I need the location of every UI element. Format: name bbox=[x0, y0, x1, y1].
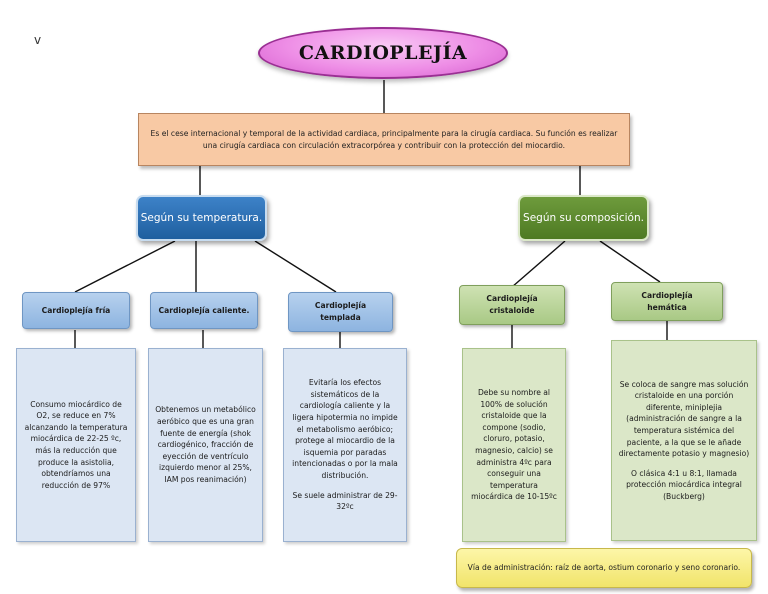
content-templada: Evitaría los efectos sistemáticos de la … bbox=[283, 348, 407, 542]
type-caliente: Cardioplejía caliente. bbox=[150, 292, 258, 329]
type-cristaloide-label: Cardioplejía cristaloide bbox=[486, 294, 538, 315]
definition-box: Es el cese internacional y temporal de l… bbox=[138, 113, 630, 166]
page-title: CARDIOPLEJÍA bbox=[298, 42, 468, 64]
content-cristaloide-text: Debe su nombre al 100% de solución crist… bbox=[471, 388, 557, 502]
connector-composition-cristaloide bbox=[511, 240, 566, 288]
connector-temperature-fria bbox=[74, 240, 176, 293]
category-composition: Según su composición. bbox=[518, 195, 649, 241]
content-hematica-classic: O clásica 4:1 u 8:1, llamada protección … bbox=[626, 468, 742, 501]
content-caliente-text: Obtenemos un metabólico aeróbico que es … bbox=[155, 405, 256, 484]
type-hematica-label: Cardioplejía hemática bbox=[641, 290, 693, 312]
content-hematica: Se coloca de sangre mas solución cristal… bbox=[611, 340, 757, 541]
category-temperature-label: Según su temperatura. bbox=[140, 211, 263, 224]
content-hematica-text: Se coloca de sangre mas solución cristal… bbox=[618, 379, 750, 459]
content-cristaloide: Debe su nombre al 100% de solución crist… bbox=[462, 348, 566, 542]
type-fria: Cardioplejía fría bbox=[22, 292, 130, 329]
category-composition-label: Según su composición. bbox=[523, 211, 644, 224]
connector-composition-hematica bbox=[599, 240, 661, 283]
content-templada-text: Evitaría los efectos sistemáticos de la … bbox=[292, 378, 398, 480]
type-hematica: Cardioplejía hemática bbox=[611, 282, 723, 321]
corner-mark: v bbox=[34, 33, 42, 47]
content-fria-text: Consumo miocárdico de O2, se reduce en 7… bbox=[24, 399, 128, 490]
type-caliente-label: Cardioplejía caliente. bbox=[158, 305, 250, 315]
connector-temperature-templada bbox=[254, 240, 337, 293]
type-cristaloide: Cardioplejía cristaloide bbox=[459, 285, 565, 325]
administration-text: Vía de administración: raíz de aorta, os… bbox=[467, 563, 741, 572]
title-oval: CARDIOPLEJÍA bbox=[258, 27, 508, 79]
category-temperature: Según su temperatura. bbox=[136, 195, 267, 241]
content-templada-temp: Se suele administrar de 29- 32ºc bbox=[292, 490, 398, 512]
content-fria: Consumo miocárdico de O2, se reduce en 7… bbox=[16, 348, 136, 542]
type-templada-label: Cardioplejía templada bbox=[314, 301, 367, 322]
administration-box: Vía de administración: raíz de aorta, os… bbox=[456, 548, 752, 588]
type-fria-label: Cardioplejía fría bbox=[41, 305, 111, 315]
content-caliente: Obtenemos un metabólico aeróbico que es … bbox=[148, 348, 263, 542]
definition-text: Es el cese internacional y temporal de l… bbox=[150, 128, 618, 150]
type-templada: Cardioplejía templada bbox=[288, 292, 393, 332]
